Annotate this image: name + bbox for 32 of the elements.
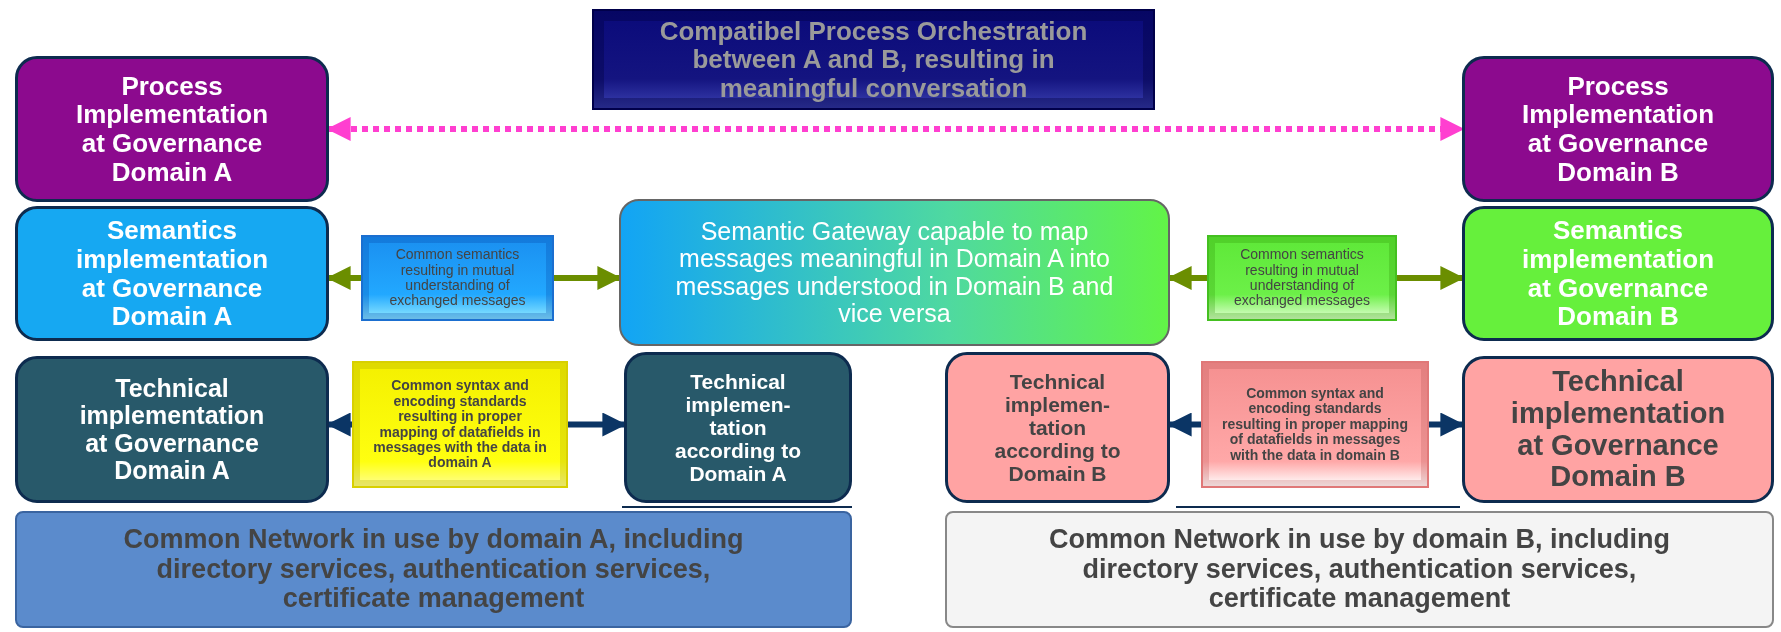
bevel-box <box>1207 235 1397 321</box>
gateway-box <box>619 199 1170 346</box>
technical-box <box>624 352 852 503</box>
box-label: Common Network in use by domain A, including directory services, authentication services, certificate management <box>122 524 745 615</box>
box-label: Common syntax and encoding standards resulting in proper mapping of datafields in messages with the data in domain B <box>1221 386 1409 463</box>
title-banner <box>592 9 1155 110</box>
technical-box <box>15 356 329 503</box>
box-label: Common semantics resulting in mutual understanding of exchanged messages <box>388 247 527 309</box>
box-label: Compatibel Process Orchestration between A and B, resulting in meaningful conversation <box>658 16 1089 103</box>
box-label: Semantics implementation at Governance Domain B <box>1520 216 1716 331</box>
technical-box <box>1462 356 1774 503</box>
box-label: Common semantics resulting in mutual understanding of exchanged messages <box>1232 247 1372 309</box>
box-label: Common syntax and encoding standards resulting in proper mapping of datafields in messages with the data in domain A <box>372 378 548 471</box>
bevel-box <box>1201 361 1429 488</box>
box-label: Technical implemen- tation according to Domain B <box>993 369 1122 486</box>
box-label: Semantic Gateway capable to map messages meaningful in Domain A into messages understood in Domain B and vice versa <box>674 217 1115 328</box>
technical-box <box>945 352 1170 503</box>
box-label: Process Implementation at Governance Domain A <box>74 71 270 187</box>
semantics-box <box>1462 206 1774 341</box>
box-label: Process Implementation at Governance Domain B <box>1520 71 1716 187</box>
box-label: Technical implemen- tation according to Domain A <box>674 369 802 486</box>
process-box <box>1462 56 1774 202</box>
box-label: Common Network in use by domain B, including directory services, authentication services, certificate management <box>1047 524 1671 615</box>
network-box <box>945 511 1774 628</box>
bevel-box <box>352 361 568 488</box>
semantics-box <box>15 206 329 341</box>
box-label: Semantics implementation at Governance Domain A <box>74 216 270 331</box>
network-box <box>15 511 852 628</box>
box-label: Technical implementation at Governance Domain B <box>1509 365 1727 494</box>
box-label: Technical implementation at Governance Domain A <box>78 374 266 485</box>
bevel-box <box>361 235 554 321</box>
process-box <box>15 56 329 202</box>
